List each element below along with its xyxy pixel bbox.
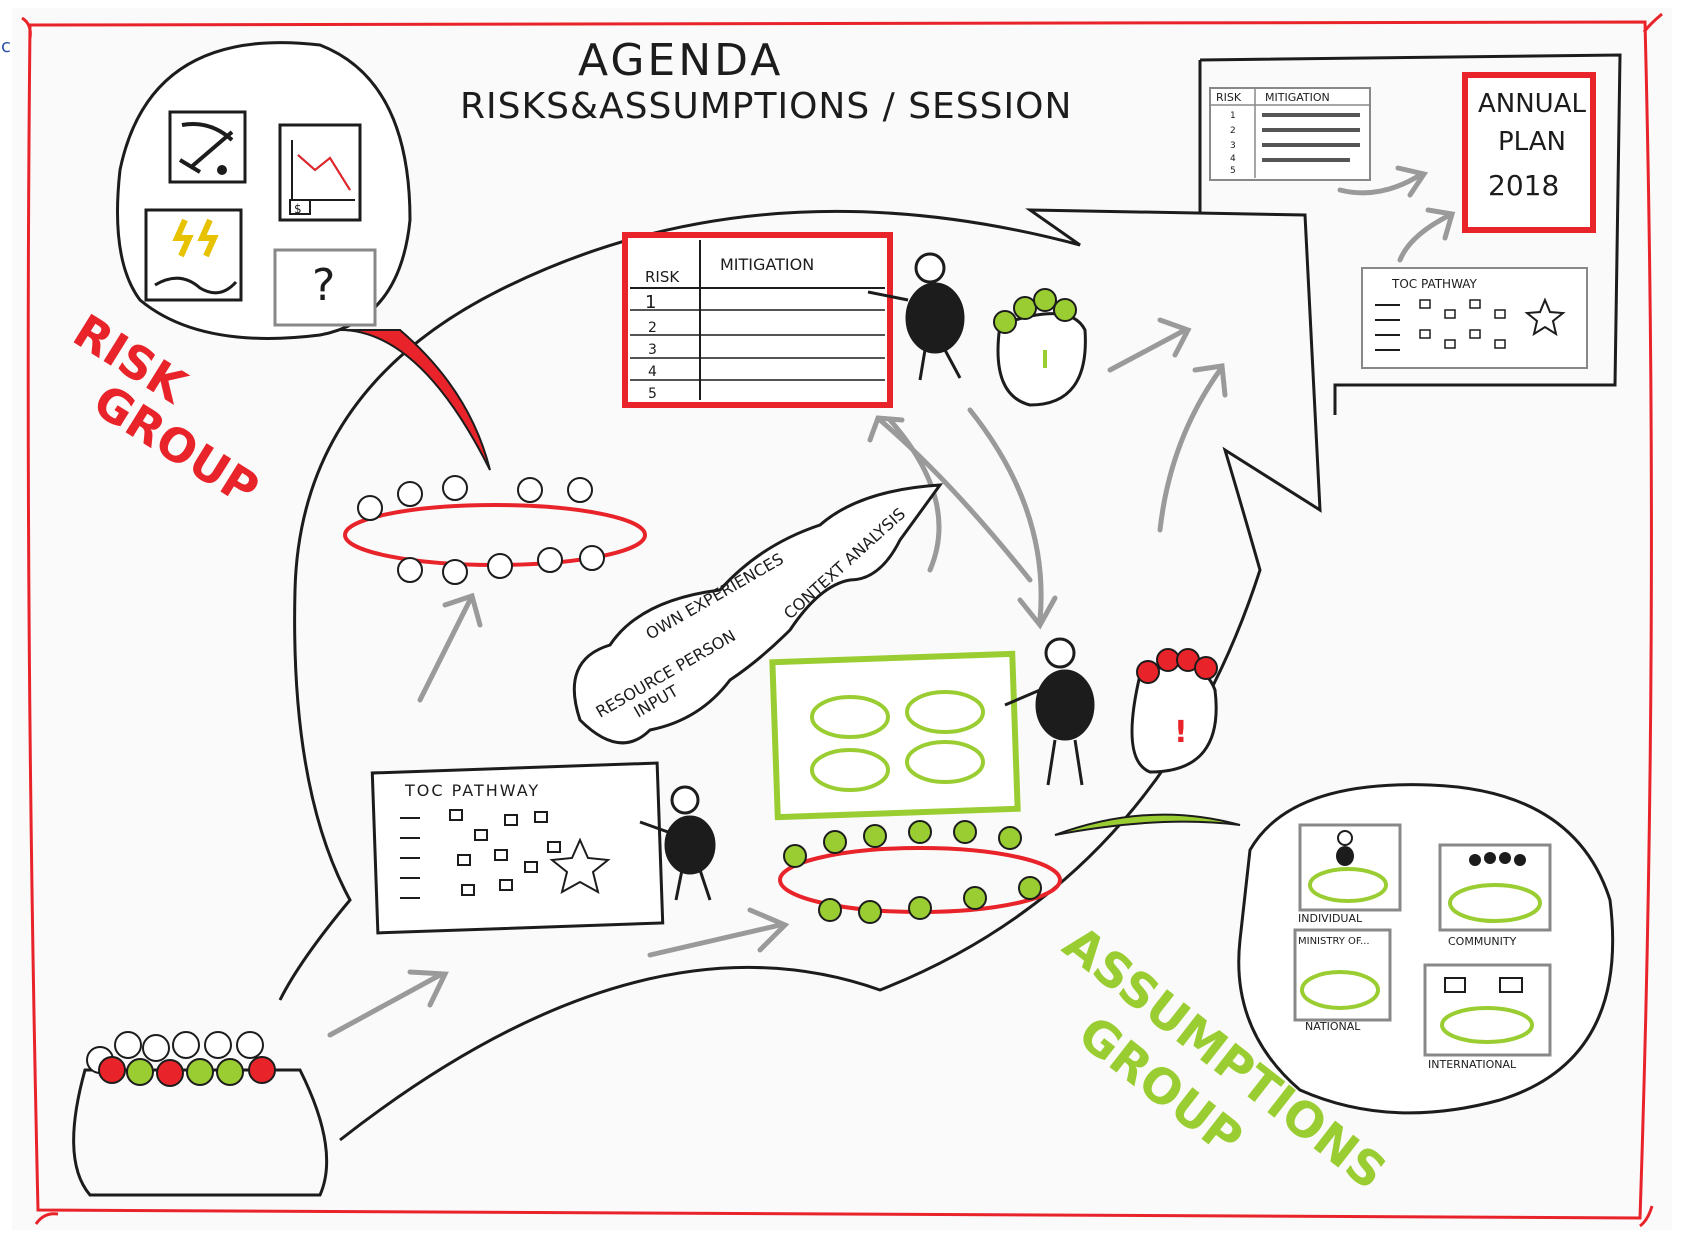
toc-presenter [639,785,716,901]
mini-risk-col-header: RISK [1216,91,1242,104]
red-border [26,20,1653,1220]
grey-arrows [327,165,1456,1038]
risk-icon-price-chart [278,123,362,222]
level-international: INTERNATIONAL [1423,963,1552,1071]
toc-pathway-board: TOC PATHWAY [370,761,665,935]
arrow-up-right-1 [1107,327,1188,373]
assumptions-group-people [783,820,1042,924]
corner-curl-tr [1642,12,1663,33]
mini-risk-row-2: 2 [1230,126,1236,136]
risk-presenter [867,252,965,381]
level-community-label: COMMUNITY [1448,935,1517,948]
risk-row-4: 4 [648,364,657,380]
raised-hand-top [993,288,1087,407]
level-community: COMMUNITY [1438,843,1552,948]
risk-icon-weapon [168,110,247,184]
arrow-up-right-2 [1157,367,1223,533]
risk-icon-disaster [144,208,243,302]
price-label: $ [294,202,302,216]
risk-mitigation-table: RISK MITIGATION 1 2 3 4 5 [622,232,893,408]
exclamation-mark: ! [1174,715,1188,750]
annual-plan-line1: ANNUAL [1478,89,1587,119]
assumptions-board [769,650,1021,821]
risk-group-people [357,475,605,585]
raised-hand-middle: ! [1130,648,1218,774]
corner-mark: c [1,36,11,57]
title-agenda: AGENDA [578,35,783,86]
participants-heads [86,1031,276,1087]
mini-risk-row-4: 4 [1230,154,1236,164]
risk-row-5: 5 [648,386,657,402]
arrow-double-3 [877,417,1033,583]
puzzle-shape [572,483,944,745]
mini-risk-row-3: 3 [1230,141,1236,151]
risk-bubble-tail [339,329,491,471]
mitigation-col-header: MITIGATION [720,255,814,274]
risk-row-3: 3 [648,342,657,358]
level-international-label: INTERNATIONAL [1428,1058,1517,1071]
toc-pathway-label: TOC PATHWAY [404,781,540,800]
arrow-to-annual-plan-1 [1337,172,1423,196]
level-individual-label: INDIVIDUAL [1298,912,1363,925]
participants-tub [72,1068,329,1197]
mini-risk-row-1: 1 [1230,111,1236,121]
arrow-double-1 [887,417,942,573]
corner-curl-br [1639,1205,1654,1228]
risk-row-1: 1 [645,292,656,313]
annual-plan-line2: PLAN [1498,127,1566,157]
corner-curl-bl [34,1212,59,1225]
arrow-double-2 [967,407,1044,623]
annual-plan-line3: 2018 [1488,169,1559,202]
title-session: RISKS&ASSUMPTIONS / SESSION [460,86,1072,127]
risk-row-2: 2 [648,320,657,336]
level-individual: INDIVIDUAL [1298,823,1402,925]
mini-toc-pathway-label: TOC PATHWAY [1391,277,1478,291]
mini-toc-pathway: TOC PATHWAY [1361,267,1588,369]
assumptions-presenter [1004,637,1095,786]
question-mark: ? [312,260,335,311]
main-flow-bubble [278,208,1322,1142]
arrow-to-table [647,922,783,958]
outcome-callout [1199,53,1622,415]
risk-icon-unknown [273,248,377,327]
mini-risk-row-5: 5 [1230,166,1236,176]
risk-col-header: RISK [645,268,680,286]
arrow-to-risk-table [417,597,473,703]
arrow-to-annual-plan-2 [1397,212,1453,263]
corner-curl-tl [21,16,32,39]
annual-plan-card: ANNUAL PLAN 2018 [1462,72,1596,233]
level-national-label: NATIONAL [1305,1020,1361,1033]
assumptions-bubble-tail [1054,813,1241,836]
level-national: MINISTRY OF... NATIONAL [1293,928,1392,1033]
mini-mitigation-col-header: MITIGATION [1265,91,1330,104]
level-ministry-label: MINISTRY OF... [1298,936,1370,947]
mini-risk-table: RISK MITIGATION 1 2 3 4 5 [1209,87,1371,181]
arrow-to-toc [327,972,443,1038]
